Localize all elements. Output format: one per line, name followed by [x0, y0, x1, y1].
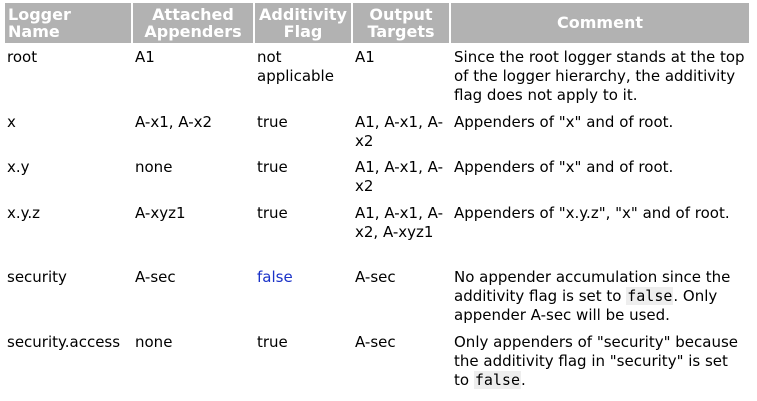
table-row: x A-x1, A-x2 true A1, A-x1, A-x2 Appende…: [5, 108, 749, 153]
cell-logger-name: security.access: [7, 333, 121, 351]
cell-comment: Appenders of "x" and of root.: [454, 113, 674, 131]
table-row: security A-sec false A-sec No appender a…: [5, 263, 749, 328]
cell-additivity-flag: true: [257, 333, 288, 351]
cell-attached-appenders: A-sec: [135, 268, 176, 286]
cell-comment: Only appenders of "security" because the…: [451, 328, 749, 390]
header-comment: Comment: [451, 3, 749, 43]
cell-attached-appenders: none: [135, 333, 173, 351]
cell-attached-appenders: A1: [135, 48, 155, 66]
cell-logger-name: x: [7, 113, 16, 131]
header-additivity-flag: Additivity Flag: [255, 3, 351, 43]
cell-comment: Appenders of "x" and of root.: [454, 158, 674, 176]
comment-text: Only appenders of "security" because the…: [454, 333, 739, 389]
cell-attached-appenders: A-xyz1: [135, 204, 186, 222]
cell-comment: Since the root logger stands at the top …: [454, 48, 745, 104]
cell-logger-name: root: [7, 48, 38, 66]
inline-code: false: [473, 371, 521, 389]
cell-additivity-flag: true: [257, 158, 288, 176]
cell-output-targets: A1, A-x1, A-x2: [355, 158, 443, 195]
cell-logger-name: x.y: [7, 158, 30, 176]
cell-logger-name: security: [7, 268, 67, 286]
header-logger-name: Logger Name: [5, 3, 131, 43]
comment-text: . Only appender A-sec will be used.: [454, 287, 718, 324]
header-output-targets: Output Targets: [353, 3, 449, 43]
cell-comment: Appenders of "x.y.z", "x" and of root.: [454, 204, 730, 222]
logger-additivity-table: Logger Name Attached Appenders Additivit…: [3, 3, 751, 390]
inline-code: false: [626, 287, 674, 305]
cell-attached-appenders: none: [135, 158, 173, 176]
cell-output-targets: A-sec: [355, 268, 396, 286]
comment-text: No appender accumulation since the addit…: [454, 268, 731, 305]
cell-output-targets: A1, A-x1, A-x2: [355, 113, 443, 150]
comment-text: .: [520, 371, 526, 389]
cell-output-targets: A1, A-x1, A-x2, A-xyz1: [355, 204, 443, 241]
table-row: x.y.z A-xyz1 true A1, A-x1, A-x2, A-xyz1…: [5, 199, 749, 263]
cell-additivity-flag: true: [257, 113, 288, 131]
cell-additivity-flag: not applicable: [257, 48, 334, 85]
cell-comment: No appender accumulation since the addit…: [451, 263, 749, 328]
table-row: root A1 not applicable A1 Since the root…: [5, 43, 749, 108]
table-row: x.y none true A1, A-x1, A-x2 Appenders o…: [5, 153, 749, 199]
table-header-row: Logger Name Attached Appenders Additivit…: [5, 3, 749, 43]
cell-attached-appenders: A-x1, A-x2: [135, 113, 213, 131]
header-attached-appenders: Attached Appenders: [133, 3, 253, 43]
table-row: security.access none true A-sec Only app…: [5, 328, 749, 390]
cell-additivity-flag-false: false: [257, 268, 293, 286]
cell-output-targets: A1: [355, 48, 375, 66]
cell-additivity-flag: true: [257, 204, 288, 222]
cell-logger-name: x.y.z: [7, 204, 41, 222]
cell-output-targets: A-sec: [355, 333, 396, 351]
